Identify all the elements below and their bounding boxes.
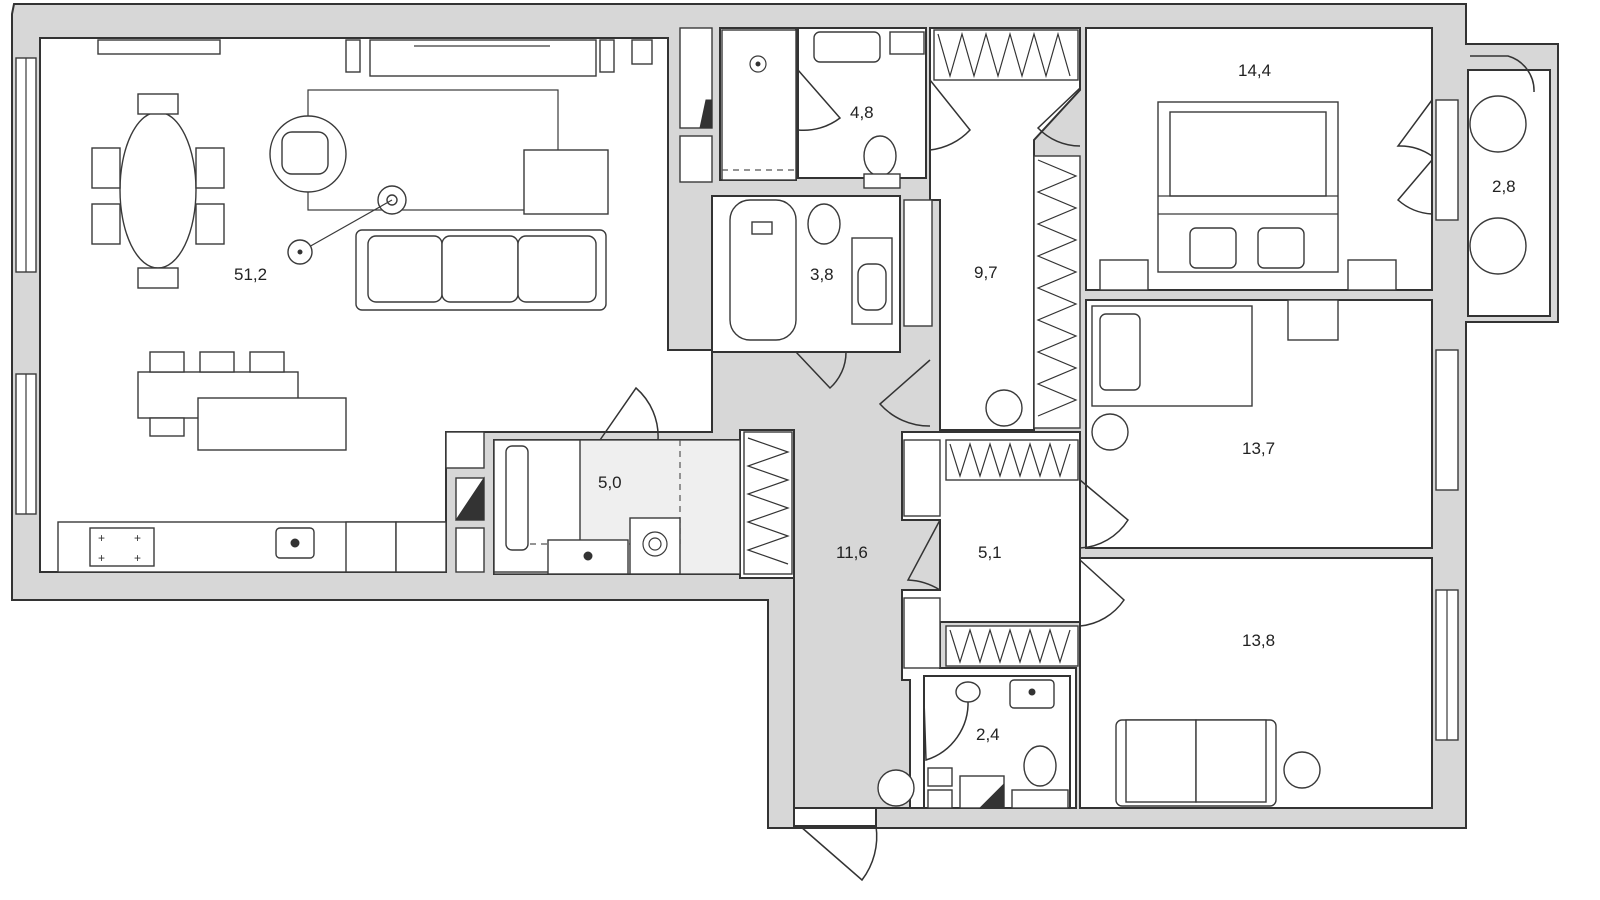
bath-top-furniture: [679, 27, 925, 189]
svg-text:+: +: [134, 531, 141, 545]
svg-text:+: +: [98, 531, 105, 545]
windows: [15, 57, 1459, 741]
area-wc: 2,4: [976, 725, 1000, 744]
bath-middle-furniture: [729, 199, 933, 390]
corridor-doors: [878, 79, 1081, 427]
area-bedroom-master: 14,4: [1238, 61, 1271, 80]
wardrobes: [743, 29, 1081, 669]
master-bedroom-furniture: [1099, 55, 1535, 291]
wc-furniture: [927, 679, 1069, 809]
area-living-kitchen: 51,2: [234, 265, 267, 284]
area-corridor-north: 9,7: [974, 263, 998, 282]
laundry-furniture: [493, 386, 741, 575]
area-bedroom-east: 13,7: [1242, 439, 1275, 458]
bedroom-south-furniture: [1079, 559, 1321, 807]
area-corridor-south: 5,1: [978, 543, 1002, 562]
svg-text:+: +: [134, 551, 141, 565]
area-bathroom-top: 4,8: [850, 103, 874, 122]
living-furniture: + + + +: [57, 39, 653, 573]
bedroom-east-furniture: [1079, 299, 1339, 549]
hall-doors: [799, 519, 969, 882]
area-laundry: 5,0: [598, 473, 622, 492]
area-hall: 11,6: [836, 543, 868, 562]
area-bedroom-south: 13,8: [1242, 631, 1275, 650]
area-labels: 51,2 4,8 9,7 14,4 2,8 3,8 5,0 11,6 5,1 1…: [234, 61, 1516, 744]
area-bathroom-middle: 3,8: [810, 265, 834, 284]
svg-text:+: +: [98, 551, 105, 565]
area-balcony: 2,8: [1492, 177, 1516, 196]
